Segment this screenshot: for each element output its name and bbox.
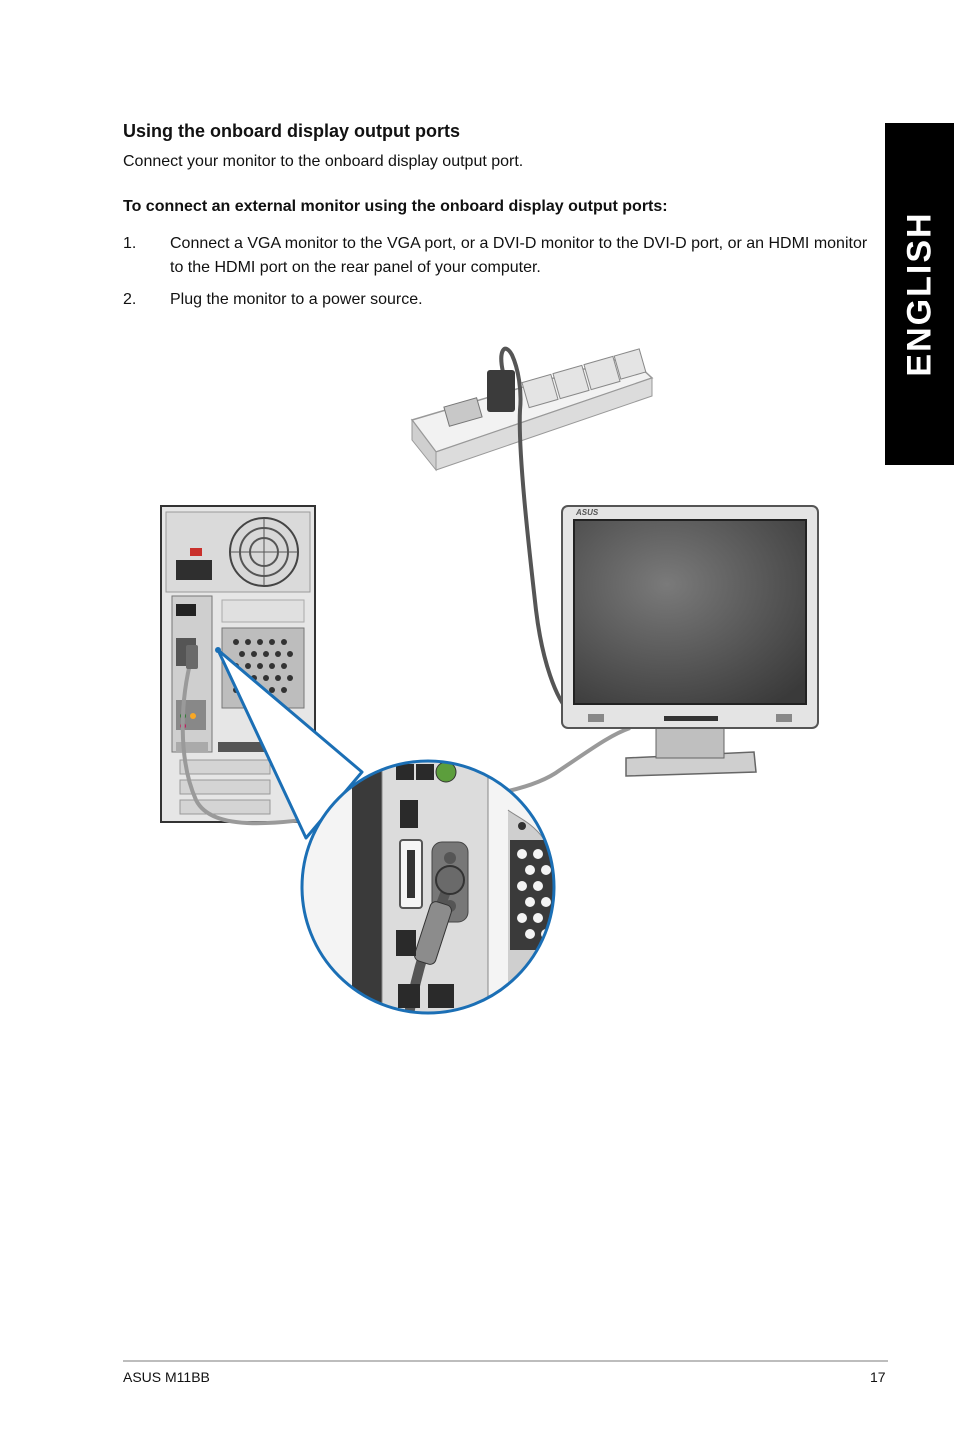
language-tab-label: ENGLISH — [900, 211, 938, 377]
power-cable — [499, 346, 572, 714]
footer-rule — [123, 1360, 888, 1362]
step-text: Plug the monitor to a power source. — [170, 291, 423, 308]
power-strip — [410, 348, 654, 472]
step-number: 1. — [123, 235, 137, 252]
footer-product: ASUS M11BB — [123, 1369, 210, 1385]
zoom-detail — [300, 759, 556, 1015]
step-number: 2. — [123, 291, 137, 308]
monitor-brand-logo: ASUS — [575, 508, 599, 517]
section-intro: Connect your monitor to the onboard disp… — [123, 153, 524, 170]
language-tab: ENGLISH — [885, 123, 954, 465]
monitor: ASUS — [561, 505, 819, 777]
connection-illustration: ASUS — [160, 346, 819, 1015]
monitor-screen — [573, 519, 807, 705]
monitor-buttons — [664, 716, 718, 721]
page-number: 17 — [870, 1369, 886, 1385]
hdmi-port — [400, 800, 418, 828]
power-plug — [487, 370, 515, 412]
section-heading: Using the onboard display output ports — [123, 121, 460, 141]
step-text: Connect a VGA monitor to the VGA port, o… — [170, 235, 868, 276]
power-switch — [443, 397, 483, 427]
power-inlet — [176, 560, 212, 580]
procedure-title: To connect an external monitor using the… — [123, 198, 668, 215]
